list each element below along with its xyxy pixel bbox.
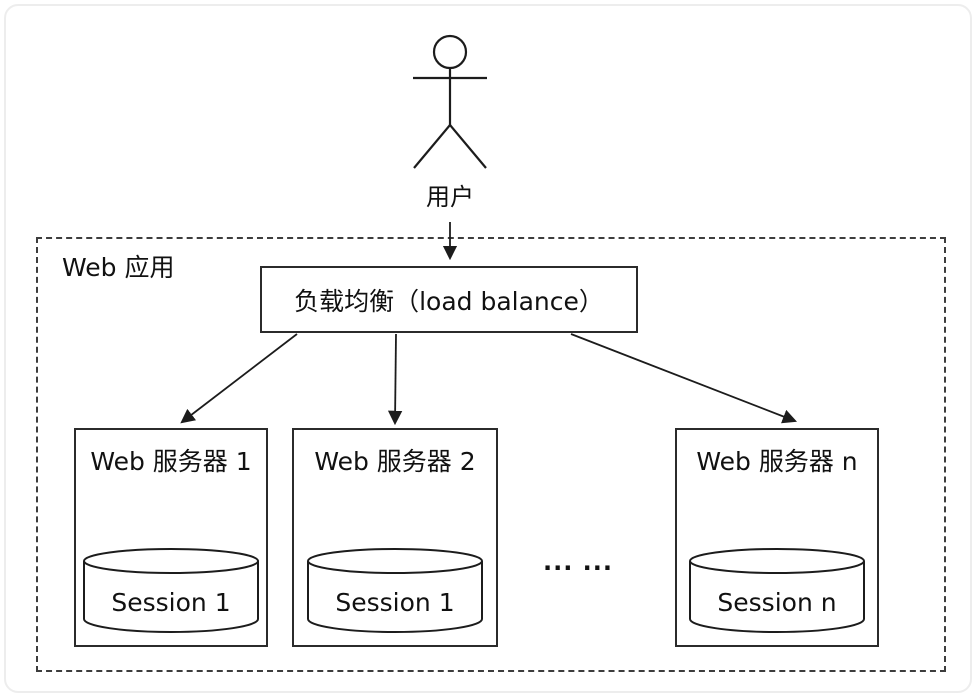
webapp-dashed-container [36,237,946,672]
load-balancer-label: 负载均衡（load balance） [294,286,604,316]
session-n-label: Session n [717,588,837,617]
web-server-1-node: Web 服务器 1 Session 1 [74,428,268,647]
session-n-cylinder-icon [689,548,865,633]
web-server-n-label: Web 服务器 n [696,447,858,476]
session-1-label: Session 1 [111,588,231,617]
more-servers-ellipsis: ... ... [542,548,614,576]
web-server-1-label: Web 服务器 1 [90,447,252,476]
webapp-container-label: Web 应用 [62,253,175,282]
web-server-n-node: Web 服务器 n Session n [675,428,879,647]
user-actor-label: 用户 [426,183,474,211]
session-2-label: Session 1 [335,588,455,617]
web-server-2-label: Web 服务器 2 [314,447,476,476]
session-2-cylinder-icon [307,548,483,633]
web-server-2-node: Web 服务器 2 Session 1 [292,428,498,647]
user-actor-icon [413,34,487,169]
load-balancer-node: 负载均衡（load balance） [260,266,638,333]
session-1-cylinder-icon [83,548,259,633]
